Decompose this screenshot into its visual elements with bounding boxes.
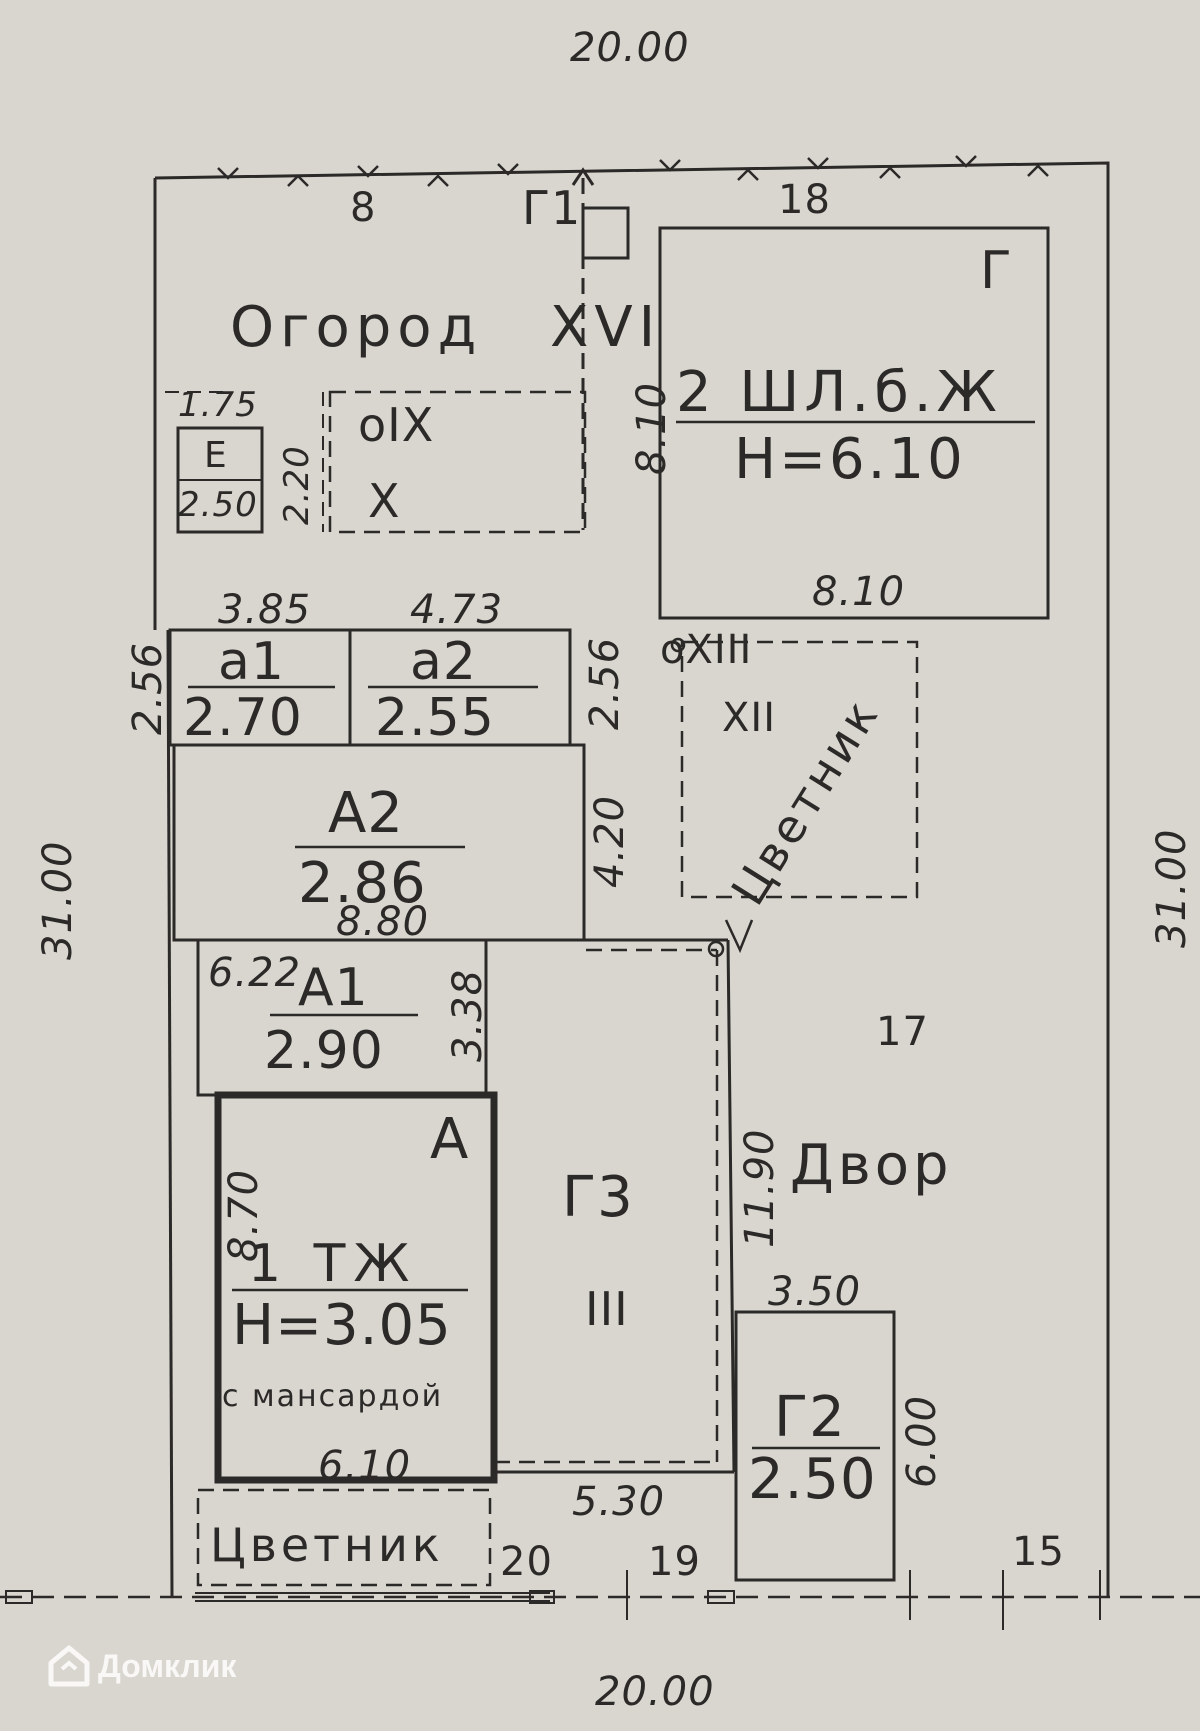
flowerbed-xii xyxy=(680,640,919,899)
annex-a2-height: 2.55 xyxy=(375,688,495,748)
plot-number-20: 20 xyxy=(500,1539,553,1585)
outbuilding-g3-label: Г3 xyxy=(562,1165,634,1230)
plot-number-18: 18 xyxy=(778,177,831,223)
g3-side-dim: 11.90 xyxy=(737,1128,783,1248)
building-2-title: 2 ШЛ.б.Ж xyxy=(676,360,1002,425)
building-2-side: 8.10 xyxy=(629,381,675,475)
plot-number-8: 8 xyxy=(350,185,377,231)
annex-a2-name: а2 xyxy=(410,632,477,692)
flowerbed-front xyxy=(196,1488,492,1587)
label-xiii: оXIII xyxy=(660,627,753,673)
plot-number-15: 15 xyxy=(1012,1529,1065,1575)
main-house-title: 1 ТЖ xyxy=(248,1234,418,1294)
plot-boundary xyxy=(154,161,1110,1597)
outbuilding-g1-label: Г1 xyxy=(522,181,582,235)
g3-bottom-dim: 5.30 xyxy=(572,1479,666,1525)
outbuilding-g2-name: Г2 xyxy=(774,1385,846,1450)
annex-A1-name: А1 xyxy=(298,958,369,1018)
main-house xyxy=(214,1091,498,1484)
garden-label: Огород xyxy=(230,295,483,360)
dim-bottom: 20.00 xyxy=(595,1669,715,1715)
annex-left-side: 2.56 xyxy=(125,641,171,735)
outbuilding-g-label: Г xyxy=(980,241,1013,301)
main-house-note: с мансардой xyxy=(222,1379,444,1414)
annex-A1-side: 3.38 xyxy=(445,968,491,1062)
outbuilding-g3-roman: III xyxy=(585,1282,629,1336)
domclick-logo-icon xyxy=(48,1645,90,1687)
dim-left: 31.00 xyxy=(35,840,81,960)
outbuilding-g2-length: 6.00 xyxy=(899,1394,945,1488)
main-house-side: 8.70 xyxy=(221,1168,267,1262)
plot-number-19: 19 xyxy=(648,1539,701,1585)
annex-right-side: 2.56 xyxy=(582,636,628,730)
main-house-height: Н=3.05 xyxy=(232,1293,452,1358)
dim-right: 31.00 xyxy=(1149,828,1195,948)
domclick-watermark-text: Домклик xyxy=(98,1647,237,1684)
flowerbed-front-label: Цветник xyxy=(210,1518,444,1572)
garden-roman: XVI xyxy=(550,295,662,360)
annex-A2-name: А2 xyxy=(328,781,404,846)
yard-label: Двор xyxy=(790,1133,953,1198)
main-house-bottom: 6.10 xyxy=(318,1443,412,1489)
annex-a1-name: а1 xyxy=(218,632,285,692)
shed-e-name: Е xyxy=(204,435,228,476)
label-ix: оIX xyxy=(358,398,435,452)
plot-number-17: 17 xyxy=(876,1009,929,1055)
dim-top: 20.00 xyxy=(570,25,690,71)
annex-A2-width: 8.80 xyxy=(336,899,430,945)
outbuilding-g2-height: 2.50 xyxy=(748,1447,877,1512)
shed-e-height: 2.50 xyxy=(178,485,258,525)
annex-A2-height: 2.86 xyxy=(298,851,427,916)
building-2-height: Н=6.10 xyxy=(734,427,966,492)
annex-a1-height: 2.70 xyxy=(183,688,303,748)
building-2 xyxy=(658,226,1050,620)
main-house-letter: А xyxy=(430,1107,470,1172)
annex-A2-side: 4.20 xyxy=(587,794,633,888)
annex-a2-width: 4.73 xyxy=(410,587,504,633)
domclick-watermark: Домклик xyxy=(48,1645,236,1687)
annex-A1-width: 6.22 xyxy=(208,950,302,996)
label-xii: XII xyxy=(722,695,776,741)
outbuilding-g2 xyxy=(734,1310,896,1582)
area-ix-x xyxy=(328,390,587,534)
shed-e-length: 2.20 xyxy=(277,445,317,525)
label-x: X xyxy=(368,474,401,528)
building-2-bottom: 8.10 xyxy=(812,569,906,615)
shed-e-width: 1.75 xyxy=(178,385,258,425)
annex-a1-width: 3.85 xyxy=(218,587,312,633)
outbuilding-g2-width: 3.50 xyxy=(768,1269,862,1315)
annex-A1-height: 2.90 xyxy=(264,1021,384,1081)
fence-ticks xyxy=(217,155,1049,187)
